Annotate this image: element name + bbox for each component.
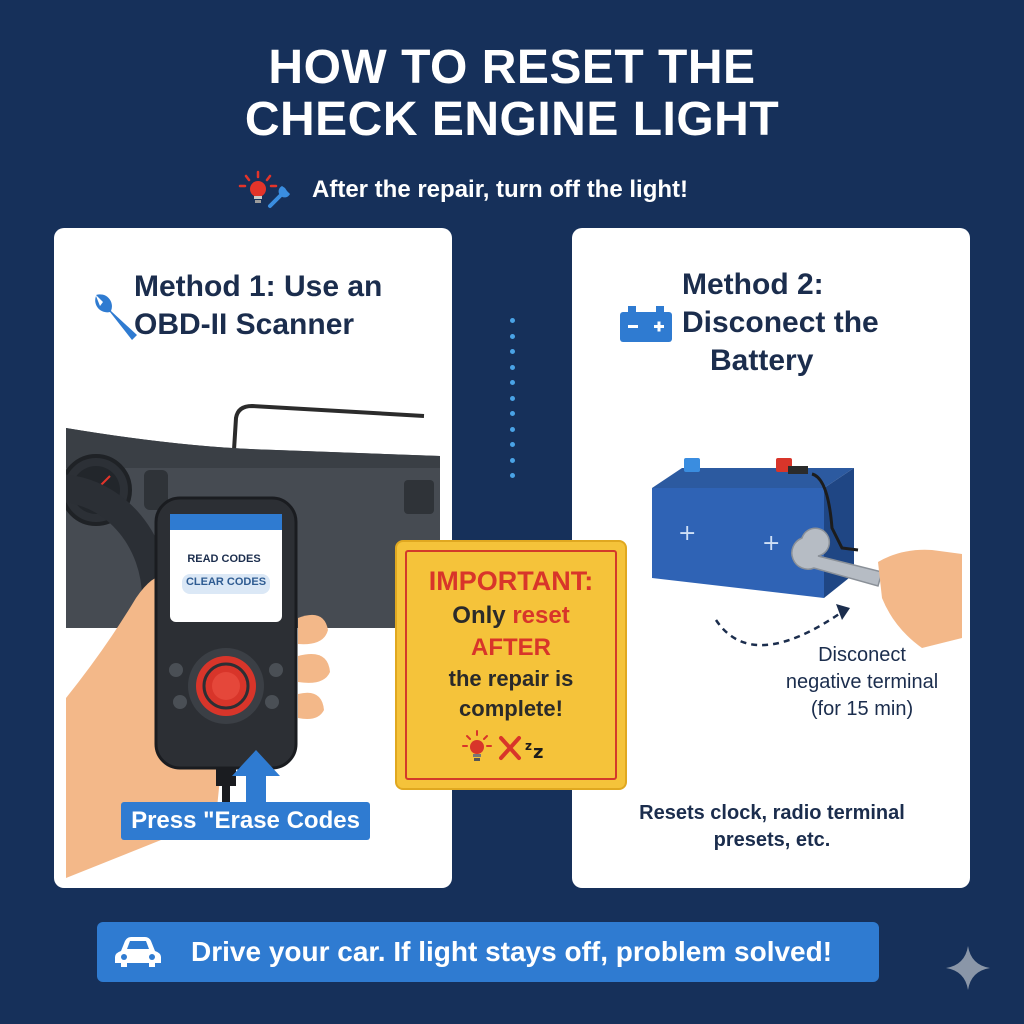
title-line-1: HOW TO RESET THE — [268, 41, 756, 94]
page-title: HOW TO RESET THE CHECK ENGINE LIGHT — [0, 42, 1024, 146]
title-line-2: CHECK ENGINE LIGHT — [244, 93, 780, 146]
important-warning-box: IMPORTANT: Only reset AFTER the repair i… — [395, 540, 627, 790]
svg-text:z: z — [533, 742, 543, 763]
car-icon — [115, 937, 161, 967]
method-2-card: Method 2: Disconect the Battery + + Disc… — [572, 228, 970, 888]
svg-text:z: z — [525, 739, 532, 753]
important-line-2: AFTER — [471, 634, 551, 661]
important-line-1: Only reset — [452, 602, 570, 629]
press-erase-codes-label: Press "Erase Codes — [121, 802, 370, 840]
battery-icon — [620, 306, 672, 342]
subtitle: After the repair, turn off the light! — [230, 170, 830, 210]
light-off-sleep-icon: z z — [462, 730, 543, 763]
scanner-clear-codes: CLEAR CODES — [185, 576, 267, 588]
svg-text:+: + — [762, 531, 780, 556]
important-line-3: the repair is — [448, 666, 574, 691]
bottom-banner-text: Drive your car. If light stays off, prob… — [191, 936, 833, 967]
method-1-card: Method 1: Use an OBD-II Scanner — [54, 228, 452, 888]
sparkle-icon — [946, 946, 990, 990]
important-heading: IMPORTANT: — [428, 566, 594, 596]
subtitle-text: After the repair, turn off the light! — [312, 176, 688, 203]
bottom-banner: Drive your car. If light stays off, prob… — [97, 922, 879, 982]
method-1-title: Method 1: Use an OBD-II Scanner — [134, 270, 383, 341]
method-2-title: Method 2: Disconect the Battery — [682, 268, 879, 377]
reset-note: Resets clock, radio terminal presets, et… — [639, 802, 905, 851]
lightbulb-wrench-icon — [238, 170, 290, 208]
battery-disconnect-illustration: + + — [652, 458, 962, 648]
wrench-icon — [95, 294, 137, 340]
svg-text:+: + — [678, 521, 696, 546]
scanner-read-codes: READ CODES — [187, 553, 261, 565]
disconnect-instructions: Disconect negative terminal (for 15 min) — [785, 644, 939, 720]
important-line-4: complete! — [459, 696, 563, 721]
dotted-divider — [510, 318, 516, 478]
